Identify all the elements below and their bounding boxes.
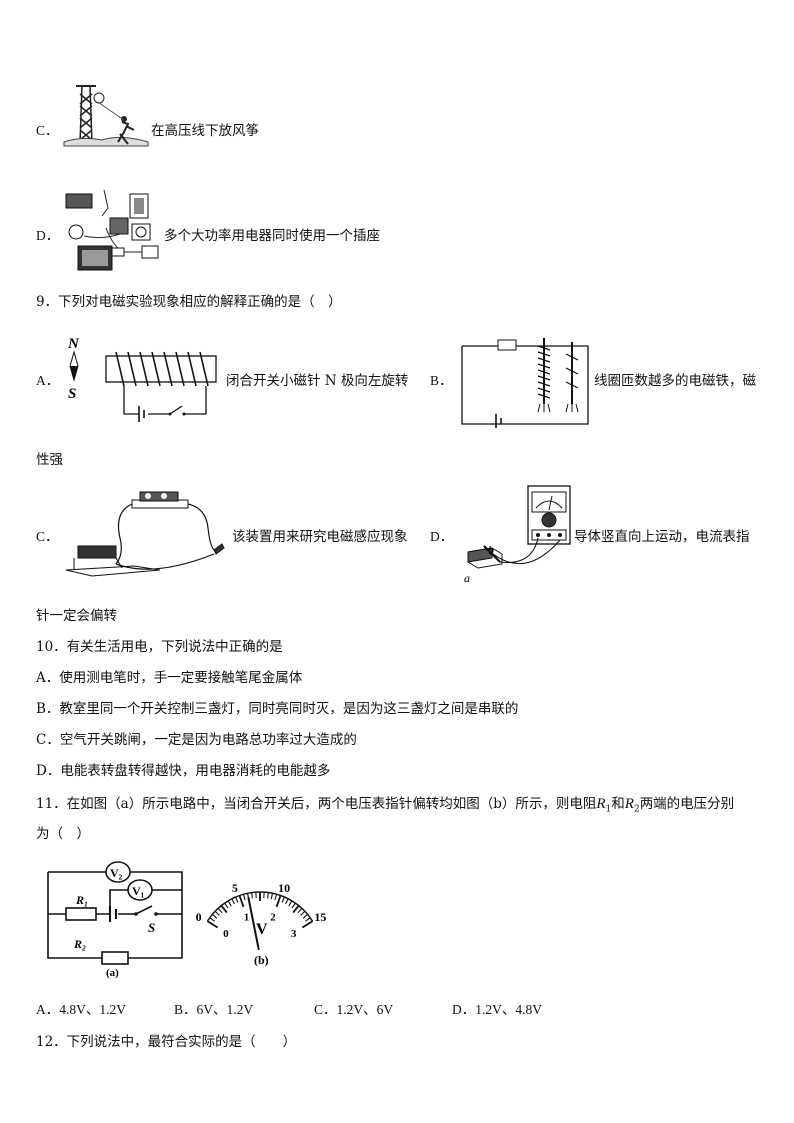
- many-appliances-one-socket-illustration: [65, 189, 159, 271]
- voltmeter-v1-label: V₁: [132, 884, 145, 898]
- meter-tick: [302, 913, 309, 919]
- q11-option-c: C．1.2V、6V: [314, 1002, 394, 1017]
- q11-option-b: B．6V、1.2V: [174, 1002, 254, 1017]
- meter-tick: [238, 895, 245, 908]
- q11-circuit-a: V₂ R₁ S V₁ R₂ (a): [47, 861, 183, 979]
- meter-tick: [292, 905, 300, 914]
- kite-under-powerline-illustration: [63, 85, 149, 147]
- q11-voltmeter-dial-b: 0 5 10 15 0 1 2 3 V (b): [196, 881, 327, 967]
- conductor-a-label: a: [464, 571, 470, 585]
- meter-tick: [231, 898, 236, 905]
- meter-tick: [281, 896, 285, 903]
- resistor-r2-label: R₂: [73, 937, 86, 951]
- conductor-b-label: b: [488, 543, 494, 557]
- solenoid-compass-circuit: N S: [67, 336, 217, 422]
- q11-stem: 11．在如图（a）所示电路中，当闭合开关后，两个电压表指针偏转均如图（b）所示，…: [36, 792, 734, 815]
- q8-option-c-text: 在高压线下放风筝: [151, 123, 259, 139]
- meter-tick: [214, 910, 220, 916]
- switch-s-label: S: [148, 920, 155, 935]
- meter-tick: [275, 895, 282, 908]
- q9-option-d-letter: D．: [430, 529, 454, 544]
- meter-tick: [274, 894, 278, 901]
- meter-tick: [300, 910, 306, 916]
- meter-outer-tick-label: 0: [196, 910, 202, 924]
- q11-option-d: D．1.2V、4.8V: [452, 1002, 542, 1017]
- meter-tick: [301, 920, 314, 929]
- galvanometer-magnet-conductor: b a: [464, 485, 571, 585]
- q10-stem: 10．有关生活用电，下列说法中正确的是: [36, 639, 283, 655]
- electromagnets-coil-turns-circuit: [461, 338, 589, 428]
- meter-outer-tick-label: 15: [314, 910, 326, 924]
- meter-caption-b: (b): [254, 953, 269, 967]
- q8-option-d-text: 多个大功率用电器同时使用一个插座: [164, 228, 380, 244]
- circuit-caption-a: (a): [106, 967, 119, 979]
- q9-option-b-text-wrap: 性强: [36, 452, 63, 468]
- q11-option-a: A．4.8V、1.2V: [36, 1002, 126, 1017]
- q9-option-c-text: 该装置用来研究电磁感应现象: [232, 529, 408, 545]
- meter-tick: [270, 893, 274, 900]
- meter-tick: [217, 907, 223, 914]
- motor-principle-apparatus: [65, 491, 225, 577]
- q12-stem: 12．下列说法中，最符合实际的是（ ）: [36, 1034, 297, 1050]
- q10-option-d: D．电能表转盘转得越快，用电器消耗的电能越多: [36, 763, 331, 779]
- meter-unit-label: V: [256, 921, 268, 938]
- q9-option-d-text-wrap: 针一定会偏转: [36, 608, 117, 624]
- meter-scale-arc: [206, 891, 314, 922]
- q11-r2: R: [624, 796, 634, 812]
- q9-option-c-letter: C．: [36, 529, 59, 544]
- q8-option-c-letter: C．: [36, 123, 59, 138]
- meter-tick: [297, 907, 303, 914]
- meter-tick: [227, 900, 232, 907]
- voltmeter-v2-label: V₂: [110, 866, 123, 880]
- meter-inner-tick-label: 0: [223, 928, 229, 940]
- meter-tick: [251, 892, 254, 899]
- q8-option-d-letter: D．: [36, 228, 60, 243]
- compass-n-label: N: [67, 336, 80, 352]
- meter-tick: [242, 894, 246, 901]
- meter-tick: [305, 917, 311, 922]
- meter-outer-tick-label: 10: [278, 881, 290, 895]
- q9-option-b-letter: B．: [430, 373, 453, 388]
- q11-and: 和: [611, 796, 625, 812]
- meter-tick: [224, 902, 229, 909]
- meter-tick: [206, 920, 219, 929]
- q10-option-c: C．空气开关跳闸，一定是因为电路总功率过大造成的: [36, 732, 357, 748]
- q10-option-a: A．使用测电笔时，手一定要接触笔尾金属体: [36, 670, 303, 686]
- meter-pointer: [247, 896, 260, 951]
- q11-r1: R: [596, 796, 606, 812]
- meter-tick: [288, 900, 293, 907]
- meter-tick: [266, 892, 269, 899]
- meter-inner-tick-label: 2: [270, 911, 276, 923]
- resistor-r1-label: R₁: [75, 893, 88, 907]
- meter-tick: [209, 917, 215, 922]
- q9-option-a-letter: A．: [36, 373, 60, 388]
- q11-stem-post: 两端的电压分别: [639, 796, 735, 812]
- meter-tick: [284, 898, 289, 905]
- q9-stem: 9．下列对电磁实验现象相应的解释正确的是（ ）: [36, 294, 342, 310]
- meter-tick: [291, 902, 296, 909]
- meter-tick: [211, 913, 218, 919]
- meter-tick: [220, 905, 228, 914]
- q9-option-a-text: 闭合开关小磁针 N 极向左旋转: [226, 373, 409, 389]
- q11-stem-line2: 为（ ）: [36, 826, 90, 842]
- q11-stem-pre: 11．在如图（a）所示电路中，当闭合开关后，两个电压表指针偏转均如图（b）所示，…: [36, 796, 597, 812]
- q11-r2-sub: 2: [633, 804, 640, 815]
- meter-outer-tick-label: 5: [232, 881, 238, 895]
- meter-tick: [235, 896, 239, 903]
- meter-inner-tick-label: 1: [244, 911, 250, 923]
- q10-option-b: B．教室里同一个开关控制三盏灯，同时亮同时灭，是因为这三盏灯之间是串联的: [36, 701, 519, 717]
- q11-r1-sub: 1: [605, 804, 612, 815]
- meter-inner-tick-label: 3: [291, 928, 297, 940]
- q9-option-b-text: 线圈匝数越多的电磁铁，磁: [594, 373, 756, 389]
- q9-option-d-text: 导体竖直向上运动，电流表指: [574, 529, 750, 545]
- compass-s-label: S: [68, 386, 76, 402]
